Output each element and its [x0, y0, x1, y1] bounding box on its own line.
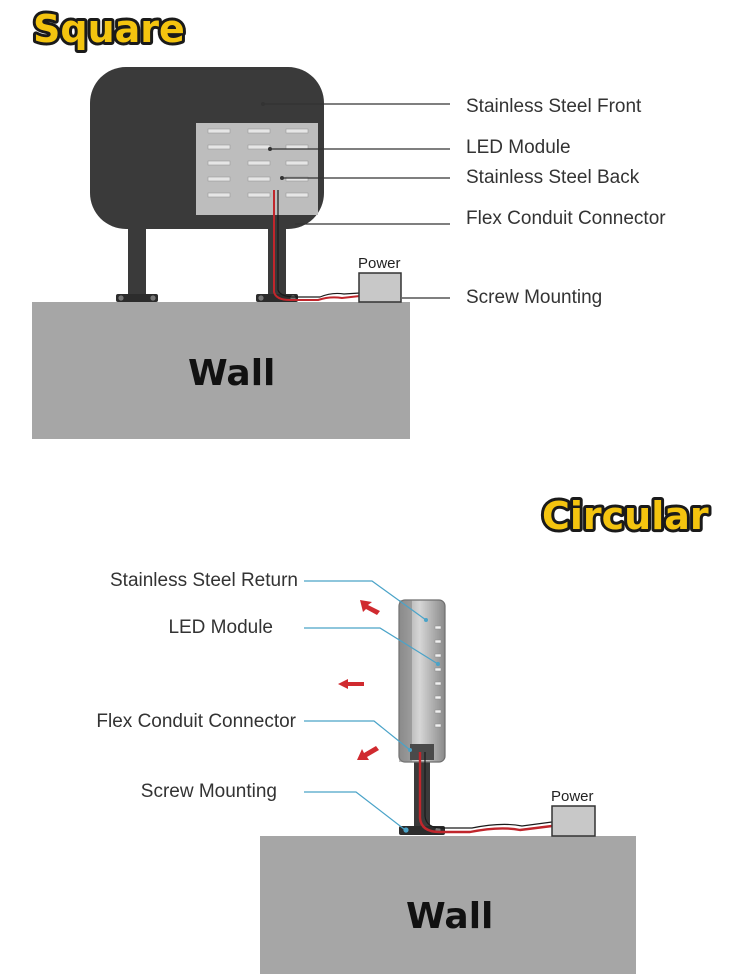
- circular-power-box: [551, 805, 596, 837]
- square-wire: [273, 190, 361, 301]
- square-callout-conduit: Flex Conduit Connector: [466, 208, 666, 229]
- circular-wall: [260, 836, 636, 974]
- circular-leader-lines: [304, 580, 439, 830]
- circular-heading: Circular: [542, 494, 709, 538]
- circular-foot: [399, 826, 445, 835]
- square-right-post: [268, 225, 286, 297]
- circular-section: Circular Wall Power: [96, 491, 712, 974]
- square-heading: Square: [33, 7, 185, 51]
- circular-callout-screw: Screw Mounting: [141, 781, 277, 802]
- square-left-foot: [116, 294, 158, 302]
- square-power-box: [358, 272, 402, 303]
- square-callout-front: Stainless Steel Front: [466, 96, 642, 117]
- circular-callout-led: LED Module: [168, 617, 273, 638]
- square-leader-lines: [263, 103, 450, 299]
- circular-wall-label: Wall: [406, 896, 493, 937]
- square-wall: [32, 302, 410, 439]
- square-callout-back: Stainless Steel Back: [466, 167, 640, 188]
- circular-light-arrows: [338, 600, 380, 760]
- circular-post: [414, 758, 430, 832]
- square-left-post: [128, 225, 146, 297]
- circular-led-strip: [434, 625, 442, 728]
- square-wall-label: Wall: [188, 353, 275, 394]
- square-power-label: Power: [358, 255, 401, 272]
- arrow-up-left-icon: [360, 600, 380, 615]
- square-callout-led: LED Module: [466, 137, 571, 158]
- arrow-down-left-icon: [357, 746, 379, 760]
- circular-power-label: Power: [551, 788, 594, 805]
- circular-wire: [418, 752, 553, 834]
- square-callout-screw: Screw Mounting: [466, 287, 602, 308]
- arrow-left-icon: [338, 679, 364, 689]
- circular-callout-conduit: Flex Conduit Connector: [96, 711, 296, 732]
- circular-callout-return: Stainless Steel Return: [110, 570, 298, 591]
- square-led-grid: [207, 128, 309, 198]
- square-section: Square Wall Power: [30, 4, 666, 439]
- square-led-module: [196, 123, 318, 215]
